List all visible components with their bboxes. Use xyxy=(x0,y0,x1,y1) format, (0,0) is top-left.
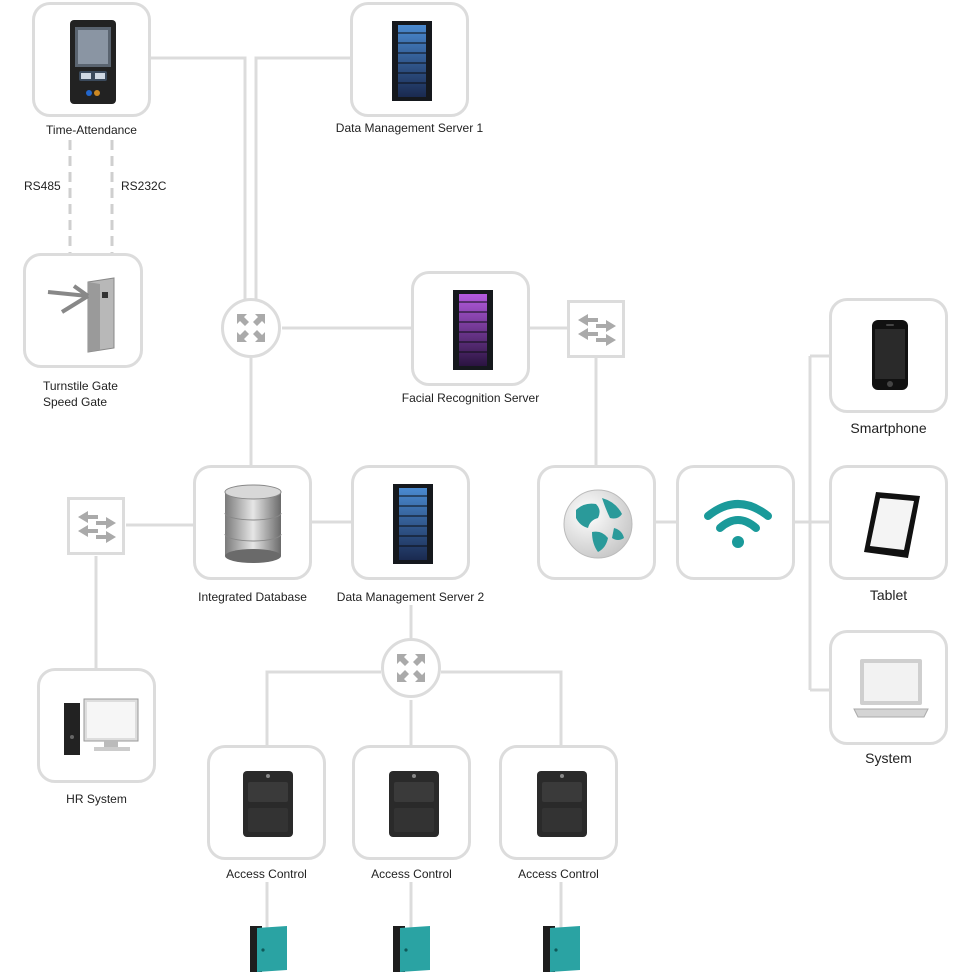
server-rack-icon xyxy=(390,19,434,103)
line-router2-ac3 xyxy=(441,670,563,745)
access-control-panel-icon xyxy=(536,770,588,838)
turnstile-label-2: Speed Gate xyxy=(43,395,108,409)
line-ta-router xyxy=(150,56,247,300)
router-2[interactable] xyxy=(381,638,441,698)
access-control-panel-icon xyxy=(242,770,294,838)
access-control-panel-icon xyxy=(388,770,440,838)
hr-system-node[interactable] xyxy=(37,668,156,783)
server-rack-icon xyxy=(391,482,435,566)
system-node[interactable] xyxy=(829,630,948,745)
facial-server-node[interactable] xyxy=(411,271,530,386)
dms1-label: Data Management Server 1 xyxy=(335,121,484,135)
system-label: System xyxy=(865,750,912,766)
hr-system-label: HR System xyxy=(66,792,127,806)
smartphone-label: Smartphone xyxy=(850,420,927,436)
dms2-node[interactable] xyxy=(351,465,470,580)
door-icon xyxy=(542,924,582,972)
globe-icon xyxy=(562,488,634,560)
access-control-node-1[interactable] xyxy=(207,745,326,860)
door-icon xyxy=(249,924,289,972)
network-switch-icon xyxy=(578,312,616,348)
facial-server-label: Facial Recognition Server xyxy=(401,391,540,405)
rs485-label: RS485 xyxy=(24,179,61,193)
access-control-node-2[interactable] xyxy=(352,745,471,860)
router-icon xyxy=(233,310,269,346)
internet-node[interactable] xyxy=(537,465,656,580)
access-control-label-1: Access Control xyxy=(226,867,307,881)
line-dms1-router xyxy=(254,56,350,300)
switch-left[interactable] xyxy=(67,497,125,555)
turnstile-label-1: Turnstile Gate xyxy=(43,379,118,393)
server-rack-icon xyxy=(451,288,495,372)
face-terminal-icon xyxy=(69,19,117,105)
time-attendance-node[interactable] xyxy=(32,2,151,117)
tablet-label: Tablet xyxy=(869,587,908,603)
line-router2-ac1 xyxy=(265,670,381,745)
integrated-db-label: Integrated Database xyxy=(198,590,307,604)
access-control-label-3: Access Control xyxy=(518,867,599,881)
access-control-node-3[interactable] xyxy=(499,745,618,860)
integrated-db-node[interactable] xyxy=(193,465,312,580)
time-attendance-label: Time-Attendance xyxy=(46,123,137,137)
turnstile-gate-icon xyxy=(44,274,128,354)
network-switch-icon xyxy=(78,509,116,545)
router-1[interactable] xyxy=(221,298,281,358)
router-icon xyxy=(393,650,429,686)
laptop-icon xyxy=(852,657,930,721)
tablet-icon xyxy=(862,490,922,560)
smartphone-node[interactable] xyxy=(829,298,948,413)
tablet-node[interactable] xyxy=(829,465,948,580)
access-control-label-2: Access Control xyxy=(371,867,452,881)
database-icon xyxy=(223,484,283,564)
smartphone-icon xyxy=(871,319,909,391)
door-icon xyxy=(392,924,432,972)
turnstile-node[interactable] xyxy=(23,253,143,368)
desktop-pc-icon xyxy=(62,697,140,759)
rs232c-label: RS232C xyxy=(121,179,167,193)
wifi-icon xyxy=(703,498,773,550)
dms1-node[interactable] xyxy=(350,2,469,117)
wifi-node[interactable] xyxy=(676,465,795,580)
dms2-label: Data Management Server 2 xyxy=(336,590,485,604)
switch-right[interactable] xyxy=(567,300,625,358)
